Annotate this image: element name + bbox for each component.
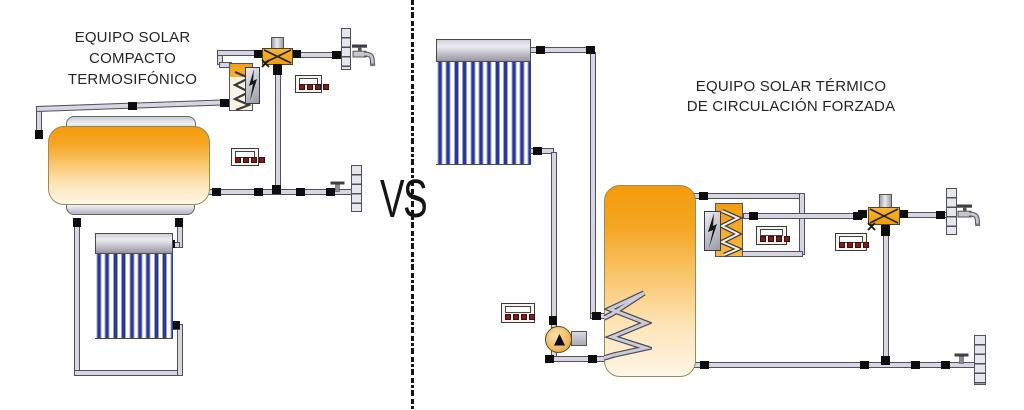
controller-display [505, 306, 531, 313]
pipe-loop-right-riser [177, 324, 183, 376]
wall-pipe [341, 28, 351, 70]
vs-label: VS [380, 169, 428, 229]
tank-coil-icon [604, 290, 652, 361]
pipe-loop-left-riser [74, 222, 80, 376]
faucet-icon [352, 44, 376, 67]
valve-bottom-stub [273, 64, 282, 75]
pipe-coupler [549, 316, 557, 325]
pipe-coupler [899, 210, 908, 218]
pipe-coupler [700, 361, 709, 369]
left-title-line2: COMPACTO [89, 50, 176, 67]
controller [501, 303, 535, 323]
circulation-pump [545, 326, 572, 353]
pipe-tank-top-out [692, 193, 802, 199]
controller [756, 226, 790, 245]
controller [835, 233, 869, 251]
pipe-coupler [586, 46, 595, 54]
lightning-icon [708, 213, 717, 248]
collector-header [95, 233, 173, 254]
pipe-coupler [860, 361, 869, 369]
pipe-coil-outlet [548, 356, 606, 362]
controller [231, 148, 265, 166]
pipe-heater-feed-left [741, 251, 803, 257]
pipe-coupler [128, 102, 137, 110]
pipe-coupler [292, 50, 301, 58]
right-title-line1: EQUIPO SOLAR TÉRMICO [695, 78, 887, 95]
pipe-coupler [749, 212, 758, 220]
mixing-valve [868, 207, 900, 225]
pipe-coupler [171, 321, 180, 329]
collector-tubes [95, 254, 173, 339]
pipe-coupler [296, 188, 305, 196]
divider-line [411, 0, 414, 410]
pipe-coupler [212, 188, 221, 196]
pipe-heater-to-valve [743, 213, 863, 219]
left-system-title: EQUIPO SOLAR COMPACTO TERMOSIFÓNICO [30, 27, 235, 90]
controller-buttons [760, 236, 790, 242]
pipe-coupler [536, 46, 545, 54]
controller-buttons [839, 242, 869, 248]
pump-housing [571, 331, 587, 346]
valve-cross-icon [869, 208, 899, 224]
heater-panel [704, 211, 721, 251]
pipe-loop-bottom [74, 370, 183, 376]
cross-mark-icon [261, 59, 270, 68]
pipe-coupler [35, 130, 43, 139]
pipe-coupler [332, 51, 341, 59]
lightning-icon [249, 69, 257, 101]
valve-bottom-stub [881, 225, 890, 236]
left-title-line1: EQUIPO SOLAR [74, 29, 191, 46]
valve-cap [879, 194, 892, 208]
faucet-icon [957, 204, 981, 227]
pipe-coupler [936, 211, 945, 219]
pipe-coupler [220, 99, 229, 107]
pipe-coupler [254, 188, 263, 196]
tap-valve-icon [954, 353, 969, 364]
wall-pipe [351, 165, 362, 212]
pipe-heater-feed-down [799, 193, 805, 255]
pipe-coupler [588, 355, 597, 363]
heater-coil-icon [716, 208, 744, 258]
pipe-coupler [699, 192, 708, 200]
right-system-title: EQUIPO SOLAR TÉRMICO DE CIRCULACIÓN FORZ… [654, 77, 928, 117]
pump-rotor-icon [554, 334, 565, 346]
pipe-coupler [254, 50, 263, 58]
pipe-coupler [853, 212, 862, 220]
pipe-cold-bottom [693, 362, 977, 368]
controller [295, 75, 329, 93]
left-title-line3: TERMOSIFÓNICO [67, 71, 198, 88]
controller-buttons [299, 84, 329, 90]
controller-buttons [235, 157, 265, 163]
cross-mark-icon [867, 222, 876, 231]
pipe-coupler [73, 218, 81, 227]
storage-tank-horizontal [48, 126, 210, 205]
controller-buttons [505, 314, 535, 320]
heater-panel [245, 67, 260, 104]
pipe-coupler [326, 188, 335, 196]
storage-tank-vertical [604, 185, 696, 377]
pipe-coupler [545, 355, 554, 363]
pipe-valve-down [883, 234, 889, 364]
pipe-coupler [911, 361, 920, 369]
pipe-return-riser [551, 152, 557, 328]
tap-valve-icon [330, 181, 345, 192]
pipe-supply-down [590, 52, 596, 316]
wall-pipe [946, 188, 957, 235]
collector-tubes [436, 62, 531, 165]
pipe-coupler [941, 361, 950, 369]
right-title-line2: DE CIRCULACIÓN FORZADA [686, 98, 896, 115]
wall-pipe [974, 335, 986, 385]
pipe-coupler [533, 147, 542, 155]
controller-display [760, 229, 783, 236]
pipe-coupler [175, 218, 183, 227]
pipe-collector-return-stub [530, 148, 554, 154]
pipe-coupler-tee [272, 185, 281, 194]
pipe-valve-down [275, 74, 281, 192]
pipe-coupler [858, 210, 867, 218]
collector-header [436, 39, 531, 62]
pipe-coupler-tee [881, 356, 890, 365]
pipe-coupler [592, 312, 601, 320]
